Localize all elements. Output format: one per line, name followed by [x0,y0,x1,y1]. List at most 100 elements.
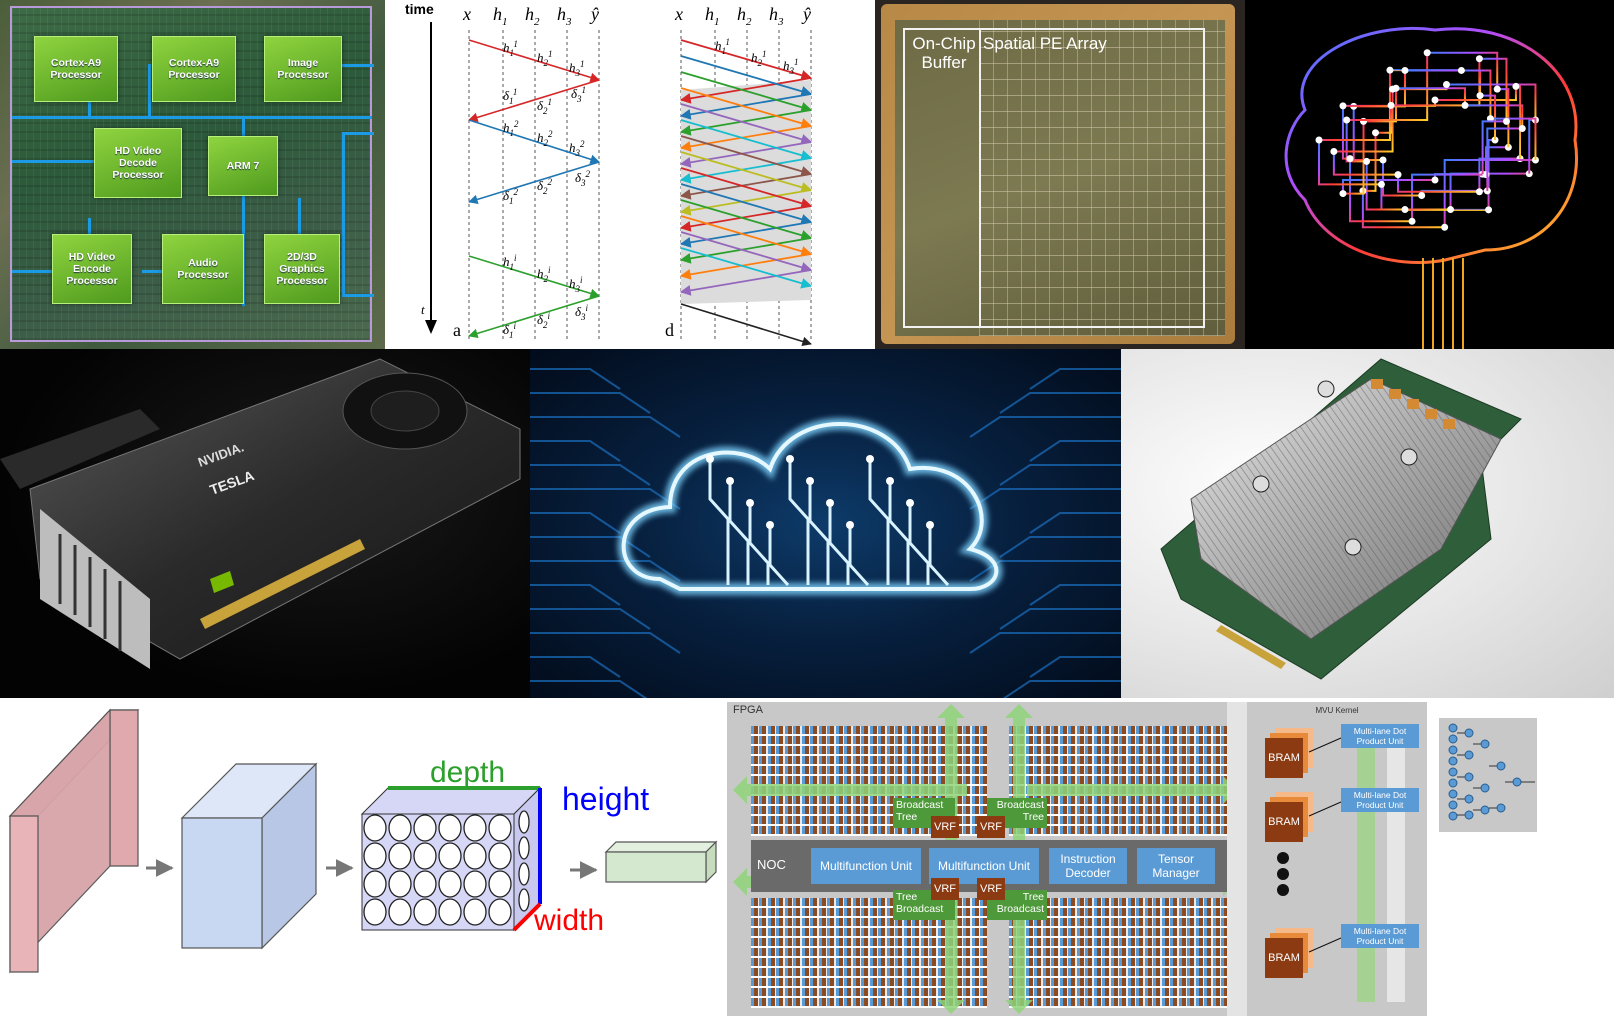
neuron-circle [518,862,530,886]
capacitor [1389,389,1401,399]
delta-label: δ32 [575,169,591,188]
circuit-trace [1395,87,1466,106]
shaded-region [681,80,811,304]
panel-d-arrows [679,39,813,296]
dot-product-unit: Multi-lane Dot Product Unit [1341,924,1419,948]
circuit-node [1476,92,1484,100]
time-label: time [405,1,434,17]
link-line [1308,801,1342,817]
pcie-edge-connector [1216,625,1286,669]
cloud-trace [708,459,730,585]
cloud-trace [768,525,790,587]
circuit-trace [1332,151,1398,176]
circuit-node [1330,147,1338,155]
adder-node [1464,794,1474,804]
cortex-a9-processor-block: Cortex-A9 Processor [34,36,118,102]
column-header: ŷ [589,4,599,24]
vrf-block: VRF [931,816,959,838]
output-block [604,840,718,884]
delta-label: δ12 [503,187,519,206]
column-header: ŷ [801,4,811,24]
h-label: h22 [537,129,553,148]
noc-label: NOC [757,857,786,872]
block-label: Image Processor [277,57,329,81]
forward-arrow [680,199,813,241]
neuron-circle [413,898,437,926]
circuit-trace [1365,161,1405,211]
unit-label: Multifunction Unit [937,859,1031,873]
circuit-trace [1342,121,1365,195]
circuit-trace [1478,157,1521,192]
circuit-trace [1481,120,1507,175]
forward-arrow [680,247,813,289]
h-label: h31 [783,57,799,76]
multiply-node [1448,756,1458,766]
slab-side [109,709,139,867]
screw-icon [1252,475,1270,493]
tensor-manager: Tensor Manager [1137,848,1215,884]
cloud-node [926,521,934,529]
unit-label: Instruction Decoder [1060,852,1116,880]
bg-trace [1029,368,1121,390]
dot-product-unit: Multi-lane Dot Product Unit [1341,724,1419,748]
circuit-trace [1382,160,1422,197]
width-edge [512,902,542,932]
circuit-trace [1480,94,1496,140]
backward-arrow-blue [468,161,600,205]
pe-array-outline [979,28,1205,328]
chip-core: On-Chip Buffer Spatial PE Array [895,20,1225,336]
circuit-trace [1319,70,1391,141]
cnn-svg: depth height width [8,708,718,974]
neuron-circle [413,870,437,898]
circuit-trace [1411,173,1486,222]
multifunction-unit: Multifunction Unit [811,848,921,884]
bram-block: BRAM [1265,802,1303,842]
bg-trace [530,584,621,606]
circuit-node [1431,176,1439,184]
cloud-node [886,477,894,485]
circuit-trace [1397,174,1480,193]
brain-outline [1284,27,1578,264]
panel-a-labels: h11 h21 h31 δ11 δ21 δ31 h12 h22 h32 δ12 … [503,39,591,340]
bg-trace [969,488,1121,510]
fan-hub [370,390,440,432]
panel-a-label: a [453,320,461,340]
column-header: h1 [705,4,720,28]
circuit-node [1379,156,1387,164]
down-arrow [937,876,965,1014]
h-label: h11 [715,37,730,56]
adder-node [1480,805,1490,815]
neuron-circle [518,810,530,834]
screw-icon [1344,538,1362,556]
adder-node [1512,777,1522,787]
backward-arrow [679,141,812,168]
bus-line [342,132,374,135]
forward-arrow [680,103,813,145]
cloud-node [726,477,734,485]
backward-arrow-red [468,79,600,123]
adder-tree-svg [1448,723,1535,821]
cortex-a9-processor-block: Cortex-A9 Processor [152,36,236,102]
bg-trace [999,392,1121,414]
cloud-node [706,455,714,463]
circuit-trace [1404,69,1482,96]
bus-line [342,132,345,297]
neuron-circle [438,814,462,842]
panel-d-labels: h11 h21 h31 [715,37,799,76]
circuit-node [1518,125,1526,133]
neuron-circle [463,814,487,842]
forward-arrow [680,71,813,113]
block-label: Cortex-A9 Processor [168,57,220,81]
cloud-node [866,455,874,463]
neuron-circle [363,898,387,926]
circuit-trace [1486,127,1523,191]
bus-line [342,64,374,67]
cloud-trace [808,481,830,585]
compute-array-top-right [1009,726,1245,836]
adder-node [1496,803,1506,813]
circuit-trace [1333,89,1394,153]
unit-label: Tensor Manager [1152,852,1200,880]
mvu-kernel: MVU Kernel BRAM BRAM BRAM Multi-lane Dot… [1247,702,1427,1016]
circuit-node [1387,101,1395,109]
bram-links [1308,737,1342,953]
